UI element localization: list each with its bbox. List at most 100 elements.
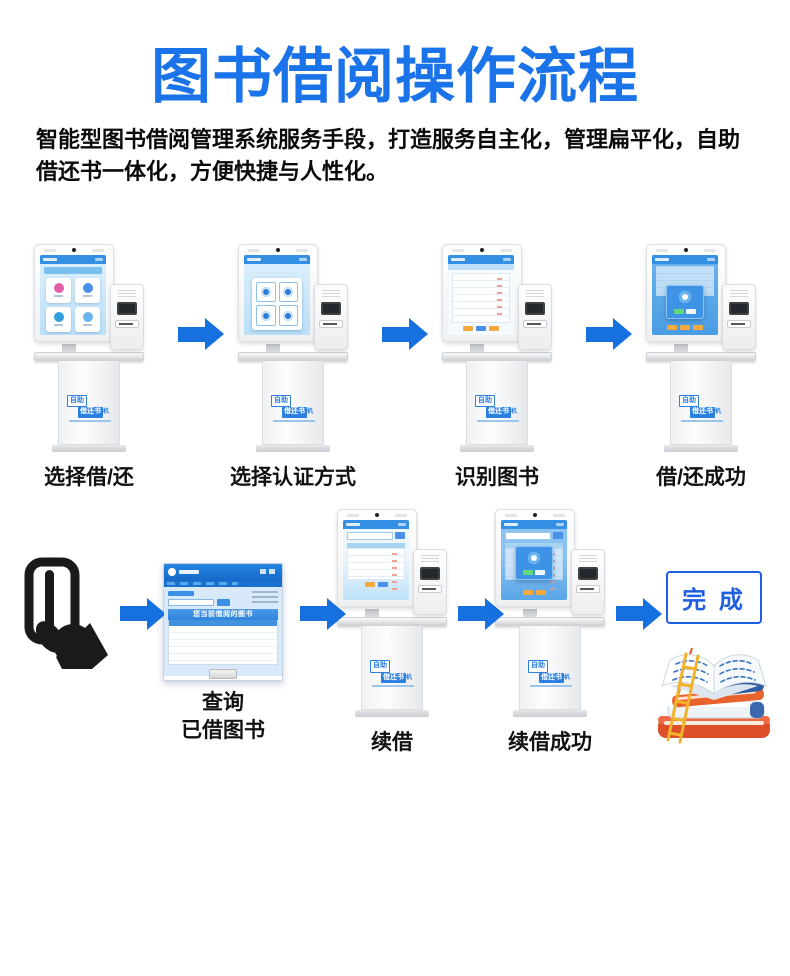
screen-header [501,520,567,530]
badge-borrow-return: 借还书 [282,407,307,418]
borrowed-books-webpage: 您当前借阅的图书 [163,563,283,682]
vent-grill [118,289,136,299]
success-dialog [666,284,704,319]
badge-machine: 机 [511,409,518,416]
auth-icon [283,287,294,298]
receipt-slot [319,319,343,328]
screen-button [693,324,703,330]
flow-row-1: 自助 借还书机 选择借/还 [0,243,790,491]
badge-machine: 机 [715,409,722,416]
card-reader-icon [729,301,749,315]
flow-arrow-icon [457,606,485,622]
screen-renew-view [343,520,409,601]
speaker-slot [553,514,565,518]
auth-option [278,281,298,303]
kiosk-base [460,444,534,452]
kiosk-pedestal: 自助 借还书机 [58,360,120,445]
kiosk-screen [646,243,726,342]
step-caption: 借/还成功 [656,465,746,489]
kiosk-base [513,710,587,718]
menu-card-renew [46,306,71,332]
screen-button [463,325,473,331]
kiosk-screen [495,509,575,608]
kiosk-base [52,444,126,452]
step-borrow-return-success: 自助 借还书机 借/还成功 [626,243,776,491]
screen-search-row [347,532,405,541]
badge-machine: 机 [103,409,110,416]
step-finish: 完 成 [652,571,776,751]
speaker-slot [656,248,668,252]
auth-icon [260,310,271,321]
step-swipe-card [14,557,110,670]
menu-grid [46,277,100,332]
kiosk-base [664,444,738,452]
return-icon [82,283,93,294]
speaker-slot [704,248,716,252]
screen-button [364,582,375,588]
flow-arrow-icon [585,326,613,342]
badge-borrow-return: 借还书 [78,407,103,418]
kiosk-body-label: 自助 借还书机 [59,394,119,422]
badge-self-service: 自助 [528,660,548,673]
screen-success-view [652,254,718,335]
menu-card-return [75,277,100,303]
flow-arrow-icon [177,326,205,342]
screen-buttons [448,325,514,331]
step-select-borrow-return: 自助 借还书机 选择借/还 [14,243,164,491]
screen-header [40,254,106,264]
screen-search-row [505,532,563,541]
kiosk-renew: 自助 借还书机 [337,509,447,718]
kiosk-body-label: 自助 借还书机 [671,394,731,422]
page-title: 图书借阅操作流程 [151,43,639,110]
screen-button [535,590,546,596]
kiosk-screen [337,509,417,608]
screen-search-input [505,532,551,541]
kiosk-body-label: 自助 借还书机 [520,660,580,687]
query-icon [82,312,93,323]
speaker-slot [92,248,104,252]
screen-button [680,324,690,330]
receipt-slot [418,585,442,594]
vent-grill [579,555,597,565]
finish-label: 完 成 [682,587,746,615]
table-rows [169,626,277,665]
renew-icon [53,312,64,323]
auth-icon [283,310,294,321]
kiosk-neck [266,343,280,352]
search-input [168,599,214,607]
badge-self-service: 自助 [67,394,87,408]
kiosk-pedestal: 自助 借还书机 [361,626,423,711]
webpage-action-button [209,669,237,680]
screen-header [448,254,514,264]
vent-grill [421,555,439,565]
kiosk-shelf [34,351,144,361]
auth-option [278,305,298,326]
kiosk-card-reader-module [314,283,348,350]
kiosk-neck [62,343,76,352]
screen-header [652,254,718,264]
badge-self-service: 自助 [370,660,390,673]
flow-row-2: 您当前借阅的图书 查询 已借图书 [0,509,790,756]
auth-icon [260,287,271,298]
badge-self-service: 自助 [271,394,291,408]
screen-header [244,254,310,264]
speaker-slot [395,514,407,518]
kiosk-base [256,444,330,452]
step-scan-books: 自助 借还书机 识别图书 [422,243,572,491]
success-dialog [515,546,553,581]
borrowed-books-table [168,620,278,666]
card-reader-icon [420,567,440,581]
receipt-slot [576,585,600,594]
kiosk-shelf [337,617,447,627]
step-caption: 选择借/还 [44,465,134,489]
kiosk-screen [34,243,114,342]
screen-buttons [501,590,567,596]
camera-icon [480,247,484,252]
step-caption: 续借 [371,731,413,755]
vent-grill [730,289,748,299]
kiosk-scan-books: 自助 借还书机 [442,243,552,452]
screen-search-button [395,532,405,540]
speaker-slot [505,514,517,518]
kiosk-base [355,710,429,718]
borrow-icon [53,283,64,294]
